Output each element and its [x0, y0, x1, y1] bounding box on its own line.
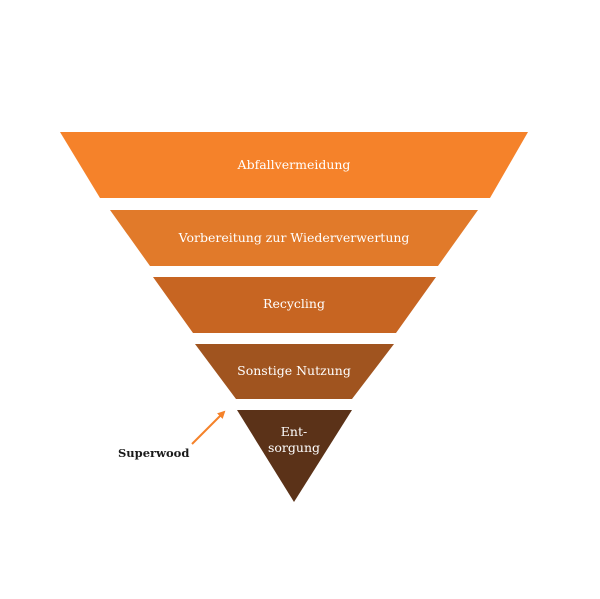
level-3-label: Recycling	[263, 296, 325, 311]
level-1-band	[60, 132, 528, 198]
level-5-label-line2: sorgung	[268, 440, 320, 455]
level-4-label: Sonstige Nutzung	[237, 363, 351, 378]
level-3-band	[153, 277, 436, 333]
level-5-triangle	[237, 410, 352, 502]
level-4-band	[195, 344, 394, 399]
level-1-label: Abfallvermeidung	[237, 157, 351, 172]
callout-arrow	[191, 410, 226, 445]
level-2-band	[110, 210, 478, 266]
level-5-label-line1: Ent-	[281, 424, 307, 439]
level-2-label: Vorbereitung zur Wiederverwertung	[178, 230, 410, 245]
callout-label: Superwood	[118, 446, 189, 460]
